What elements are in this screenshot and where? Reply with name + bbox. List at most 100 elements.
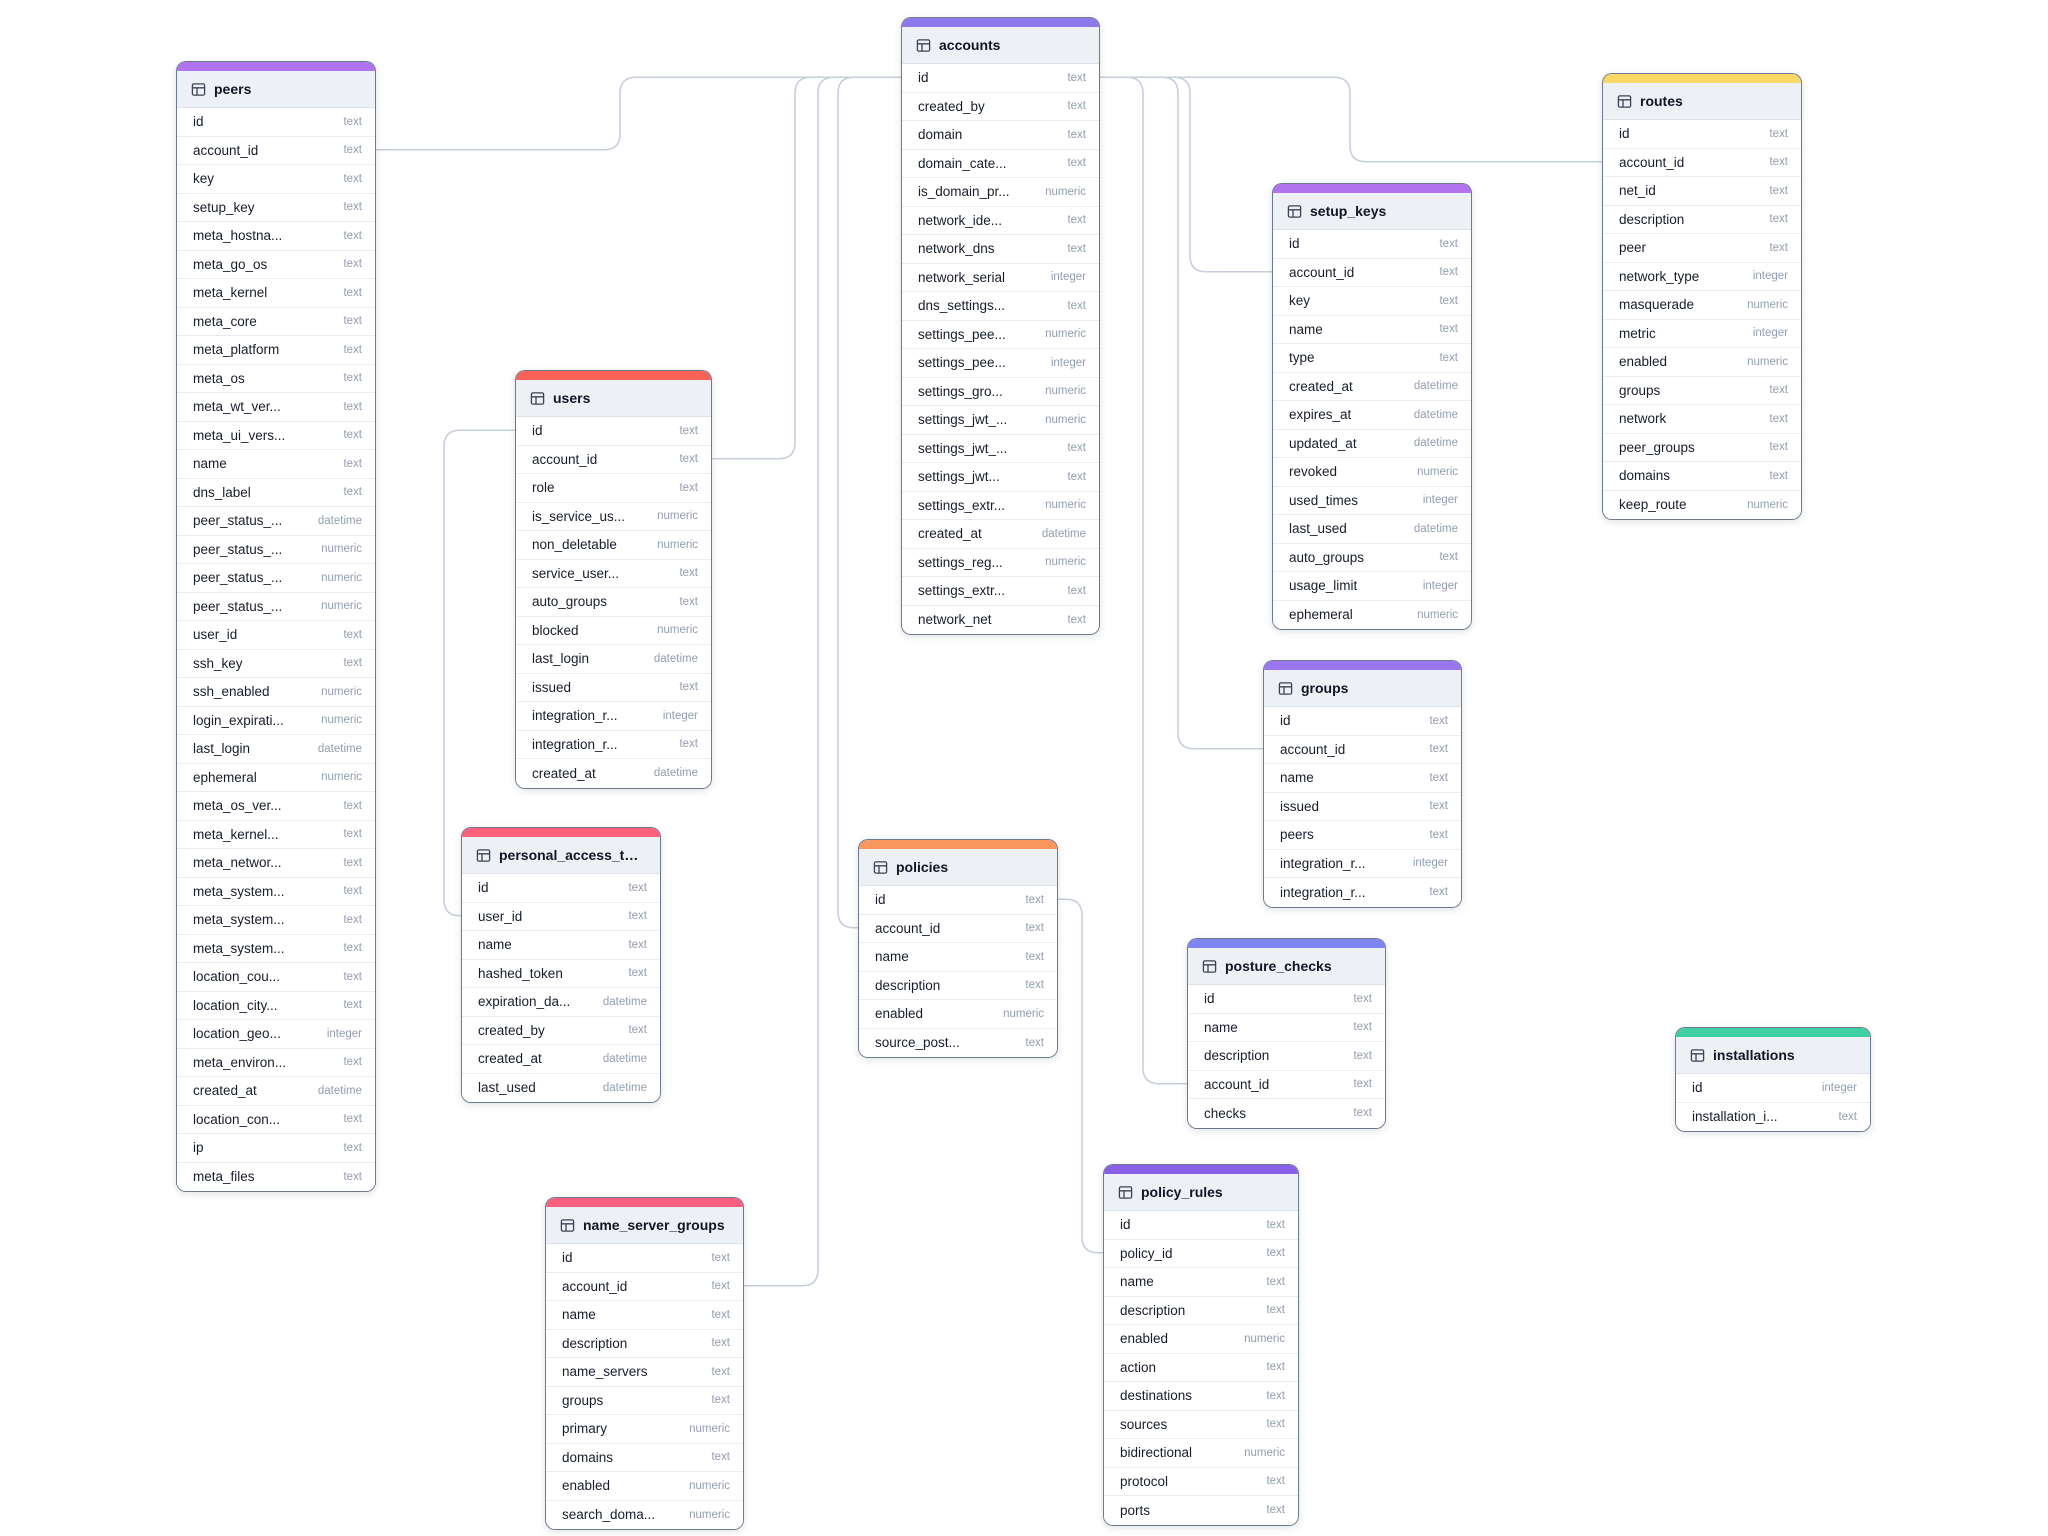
field-row-accounts-12[interactable]: settings_jwt_...numeric <box>902 406 1099 435</box>
field-row-peers-4[interactable]: meta_hostna...text <box>177 222 375 251</box>
field-row-users-11[interactable]: integration_r...text <box>516 730 711 759</box>
field-row-installations-1[interactable]: installation_i...text <box>1676 1102 1870 1131</box>
field-row-policies-5[interactable]: source_post...text <box>859 1028 1057 1057</box>
field-row-accounts-4[interactable]: is_domain_pr...numeric <box>902 178 1099 207</box>
table-header-installations[interactable]: installations <box>1676 1037 1870 1074</box>
field-row-peers-27[interactable]: meta_system...text <box>177 877 375 906</box>
field-row-peers-35[interactable]: location_con...text <box>177 1105 375 1134</box>
table-header-personal_access_tokens[interactable]: personal_access_tokens <box>462 837 660 874</box>
field-row-peers-21[interactable]: login_expirati...numeric <box>177 706 375 735</box>
field-row-peers-33[interactable]: meta_environ...text <box>177 1048 375 1077</box>
field-row-accounts-18[interactable]: settings_extr...text <box>902 577 1099 606</box>
field-row-accounts-8[interactable]: dns_settings...text <box>902 292 1099 321</box>
field-row-peers-25[interactable]: meta_kernel...text <box>177 820 375 849</box>
field-row-accounts-15[interactable]: settings_extr...numeric <box>902 491 1099 520</box>
table-header-posture_checks[interactable]: posture_checks <box>1188 948 1385 985</box>
field-row-peers-10[interactable]: meta_wt_ver...text <box>177 393 375 422</box>
table-header-groups[interactable]: groups <box>1264 670 1461 707</box>
field-row-accounts-14[interactable]: settings_jwt...text <box>902 463 1099 492</box>
field-row-accounts-10[interactable]: settings_pee...integer <box>902 349 1099 378</box>
field-row-peers-15[interactable]: peer_status_...numeric <box>177 535 375 564</box>
table-header-accounts[interactable]: accounts <box>902 27 1099 64</box>
field-row-accounts-3[interactable]: domain_cate...text <box>902 149 1099 178</box>
field-row-peers-14[interactable]: peer_status_...datetime <box>177 507 375 536</box>
field-row-users-3[interactable]: is_service_us...numeric <box>516 502 711 531</box>
table-header-routes[interactable]: routes <box>1603 83 1801 120</box>
field-row-groups-5[interactable]: integration_r...integer <box>1264 849 1461 878</box>
field-row-accounts-5[interactable]: network_ide...text <box>902 206 1099 235</box>
table-header-peers[interactable]: peers <box>177 71 375 108</box>
